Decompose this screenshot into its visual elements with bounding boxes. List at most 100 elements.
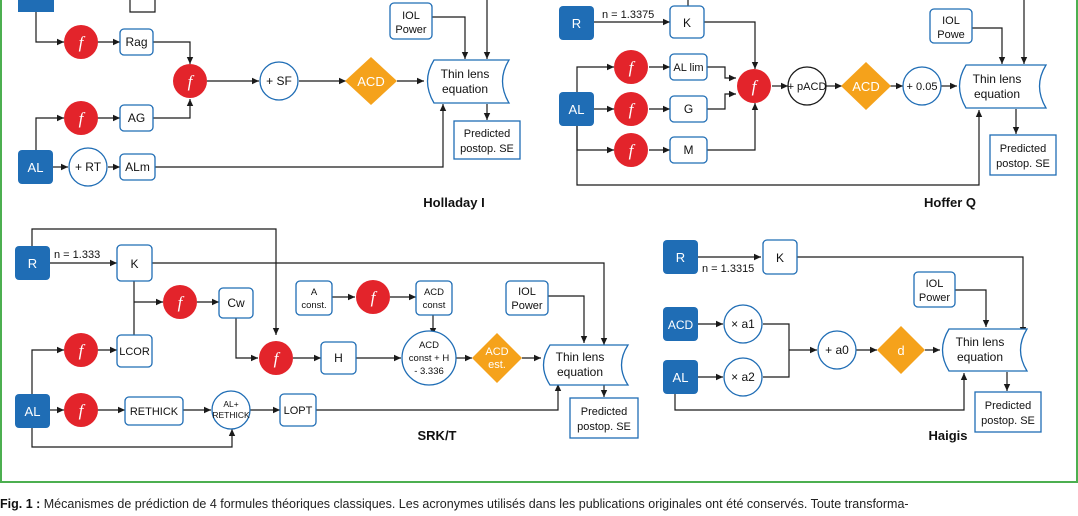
holladay-predicted-label-2: postop. SE — [460, 143, 514, 155]
haigis-thin-lens-label-1: Thin lens — [956, 335, 1005, 349]
figure-diagram: f Rag f + SF ACD IOL Power Thin lens equ… — [0, 0, 1078, 483]
haigis-d-label: d — [897, 343, 904, 358]
srkt-iol-power-box — [505, 280, 549, 316]
srkt-acd-const-box — [415, 280, 453, 316]
haigis-a1-node — [723, 304, 763, 344]
function-symbol: f — [629, 100, 636, 119]
haigis-a0-label: + a0 — [825, 343, 849, 357]
holladay-al-label: AL — [28, 160, 44, 175]
srkt-thin-lens-label-2: equation — [557, 365, 603, 379]
function-symbol: f — [274, 349, 281, 368]
srkt-thin-lens-label-1: Thin lens — [556, 350, 605, 364]
caption-text: Mécanismes de prédiction de 4 formules t… — [43, 497, 909, 511]
srkt-al-rethick-node — [211, 390, 251, 430]
holladay-function-2 — [64, 101, 98, 135]
haigis-r-label: R — [676, 250, 685, 265]
srkt-lopt-label: LOPT — [284, 405, 313, 417]
holladay-function-main — [173, 64, 207, 98]
hoffer-thin-lens-shape — [958, 64, 1048, 109]
function-symbol: f — [371, 288, 378, 307]
holladay-thin-lens-shape — [426, 59, 511, 104]
haigis-thin-lens-label-2: equation — [957, 350, 1003, 364]
srkt-h-label: H — [334, 351, 343, 365]
hoffer-al-lim-label: AL lim — [673, 62, 703, 74]
holladay-sf-node — [259, 61, 299, 101]
hoffer-k-box — [669, 5, 705, 39]
haigis-al-box — [663, 360, 698, 394]
hoffer-g-label: G — [684, 102, 693, 116]
haigis-acd-box — [663, 307, 698, 341]
srkt-predicted-label-1: Predicted — [581, 406, 627, 418]
hoffer-function-2 — [614, 92, 648, 126]
haigis-d-diamond — [877, 326, 925, 374]
function-symbol: f — [752, 77, 759, 96]
srkt-al-label: AL — [25, 404, 41, 419]
srkt-acd-est-diamond — [472, 333, 522, 383]
function-symbol: f — [629, 58, 636, 77]
haigis-r-box — [663, 240, 698, 274]
hoffer-predicted-label-2: postop. SE — [996, 158, 1050, 170]
haigis-k-box — [762, 239, 798, 275]
hoffer-function-3 — [614, 133, 648, 167]
hoffer-n-label: n = 1.3375 — [602, 9, 654, 21]
hoffer-diagram — [576, 0, 1028, 186]
srkt-iol-label-2: Power — [511, 300, 543, 312]
srkt-cw-box — [218, 287, 254, 319]
hoffer-acd-label: ACD — [852, 79, 879, 94]
function-symbol: f — [79, 401, 86, 420]
srkt-function-1 — [163, 285, 197, 319]
holladay-acd-diamond — [345, 57, 397, 105]
hoffer-g-box — [669, 95, 708, 123]
haigis-a2-label: × a2 — [731, 370, 755, 384]
haigis-acd-label: ACD — [668, 318, 694, 332]
holladay-ag-label: AG — [128, 111, 145, 125]
haigis-title: Haigis — [928, 428, 967, 443]
hoffer-pacd-node — [787, 66, 827, 106]
hoffer-predicted-label-1: Predicted — [1000, 143, 1046, 155]
hoffer-k-label: K — [683, 16, 691, 30]
srkt-r-label: R — [28, 256, 37, 271]
srkt-acd-const-label-2: const — [423, 300, 446, 311]
function-symbol: f — [629, 141, 636, 160]
holladay-predicted-label-1: Predicted — [464, 128, 510, 140]
haigis-a1-label: × a1 — [731, 317, 755, 331]
holladay-function-1 — [64, 25, 98, 59]
hoffer-al-box — [559, 92, 594, 126]
srkt-iol-label-1: IOL — [518, 286, 536, 298]
hoffer-r-label: R — [572, 16, 581, 31]
hoffer-add-node — [902, 66, 942, 106]
holladay-title: Holladay I — [423, 195, 484, 210]
srkt-predicted-box — [569, 397, 639, 439]
holladay-rag-box — [119, 28, 154, 56]
srkt-function-3 — [64, 393, 98, 427]
srkt-acd-calc-node — [401, 330, 457, 386]
hoffer-al-lim-box — [669, 53, 708, 81]
srkt-predicted-label-2: postop. SE — [577, 421, 631, 433]
function-symbol: f — [79, 341, 86, 360]
hoffer-acd-diamond — [841, 62, 891, 110]
srkt-thin-lens-shape — [542, 344, 630, 386]
holladay-iol-power-box — [389, 2, 433, 40]
srkt-function-a — [356, 280, 390, 314]
srkt-title: SRK/T — [418, 428, 457, 443]
hoffer-iol-power-box — [929, 8, 973, 44]
hoffer-function-main — [737, 69, 771, 103]
caption-label: Fig. 1 : — [0, 497, 41, 511]
haigis-iol-label-2: Power — [919, 292, 951, 304]
srkt-r-box — [15, 246, 50, 280]
holladay-predicted-box — [453, 120, 521, 160]
srkt-acd-calc-label-3: - 3.336 — [414, 366, 444, 377]
haigis-a0-node — [817, 330, 857, 370]
holladay-alm-box — [119, 153, 156, 181]
haigis-a2-node — [723, 357, 763, 397]
haigis-al-label: AL — [673, 370, 689, 385]
haigis-n-label: n = 1.3315 — [702, 263, 754, 275]
holladay-rt-label: + RT — [75, 160, 102, 174]
hoffer-nodes: R n = 1.3375 K IOL Powe f AL lim f + pAC… — [559, 5, 1057, 210]
srkt-lopt-box — [279, 393, 317, 427]
srkt-k-label: K — [130, 257, 138, 271]
function-symbol: f — [178, 293, 185, 312]
srkt-h-box — [320, 341, 357, 375]
srkt-acd-est-label-1: ACD — [485, 346, 508, 358]
hoffer-function-1 — [614, 50, 648, 84]
